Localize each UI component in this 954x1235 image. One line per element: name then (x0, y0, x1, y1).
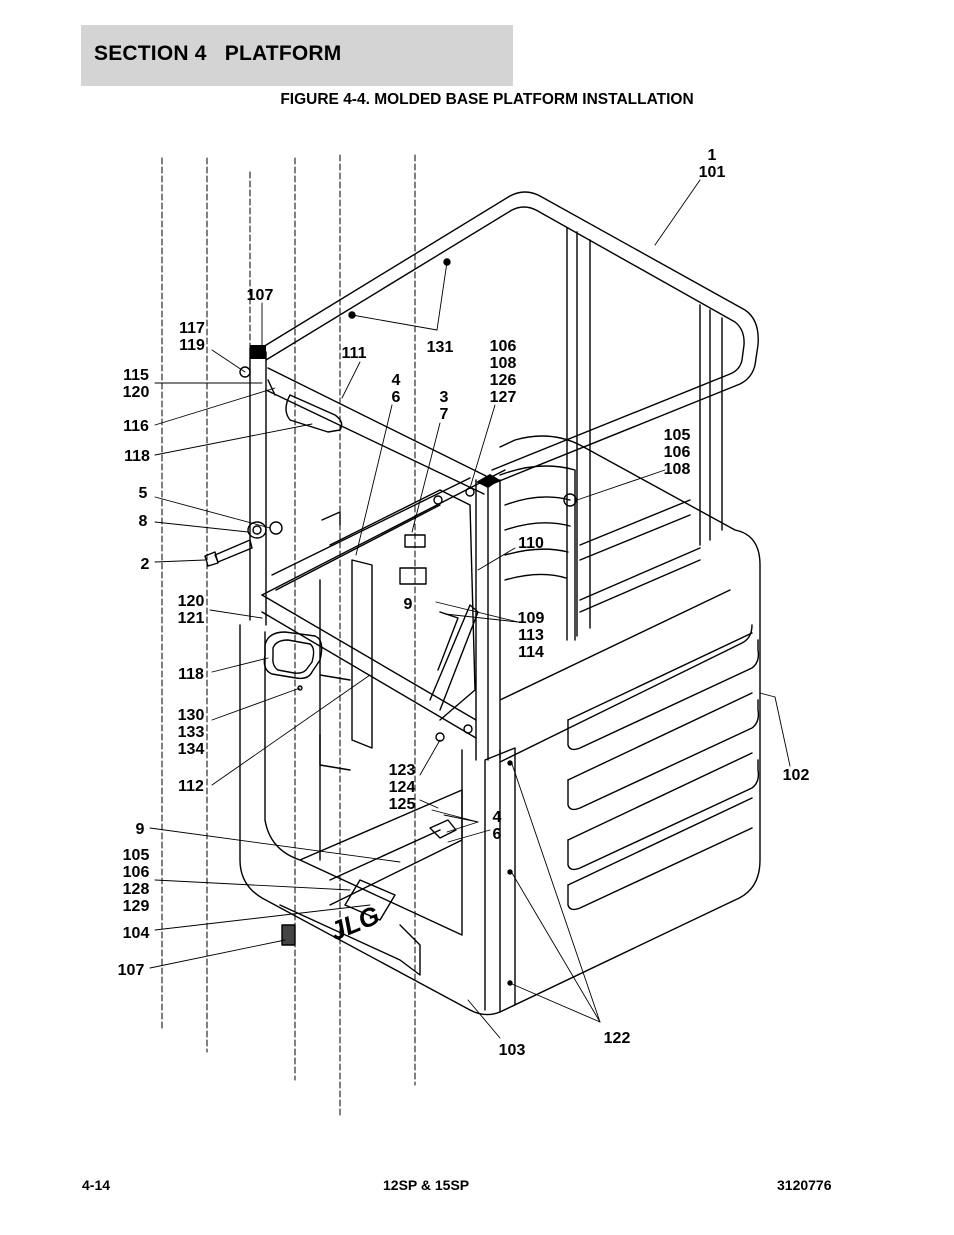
callout-5: 5 (139, 485, 148, 502)
callout-107-top: 107 (247, 287, 274, 304)
callout-116: 116 (123, 418, 149, 435)
rear-posts (566, 227, 723, 641)
document-number: 3120776 (777, 1177, 832, 1193)
callout-9-low: 9 (136, 821, 145, 838)
callout-8: 8 (139, 513, 148, 530)
callout-131: 131 (427, 339, 454, 356)
top-rail (257, 191, 759, 495)
model-label: 12SP & 15SP (383, 1177, 470, 1193)
callout-111: 111 (342, 345, 367, 362)
molded-base (239, 435, 761, 1016)
alignment-lines (161, 154, 416, 1116)
left-post (249, 345, 267, 626)
callout-118-low: 118 (178, 666, 204, 683)
right-post (475, 474, 501, 761)
callout-9-mid: 9 (404, 596, 413, 613)
callout-102: 102 (783, 767, 810, 784)
callout-122: 122 (604, 1030, 631, 1047)
section-title: SECTION 4 PLATFORM (94, 42, 342, 65)
callout-112: 112 (178, 778, 204, 795)
hardware-bolts (204, 366, 577, 986)
callout-107-low: 107 (118, 962, 145, 979)
handle-slots (263, 394, 343, 680)
callout-104: 104 (123, 925, 150, 942)
callout-110: 110 (518, 535, 544, 552)
page-number: 4-14 (82, 1177, 111, 1193)
callout-2: 2 (141, 556, 150, 573)
callout-103: 103 (499, 1042, 526, 1059)
figure-title: FIGURE 4-4. MOLDED BASE PLATFORM INSTALL… (280, 91, 694, 108)
leader-lines (149, 179, 791, 1039)
section-header-bar: SECTION 4 PLATFORM (81, 25, 513, 86)
middle-rails (261, 469, 506, 739)
callout-118-top: 118 (124, 448, 150, 465)
